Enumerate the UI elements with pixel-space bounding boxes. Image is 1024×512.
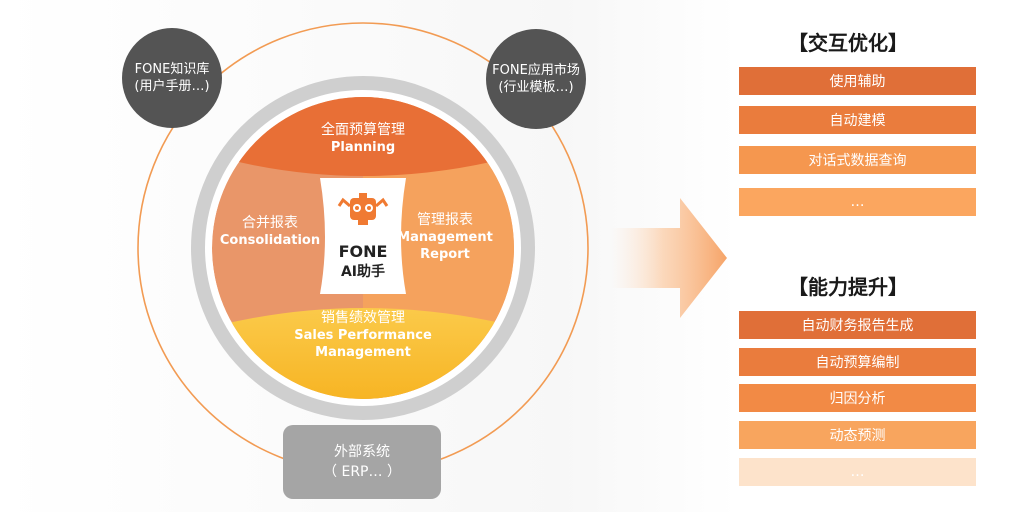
capability-item-4: 动态预测	[739, 421, 976, 449]
capability-panel-title: 【能力提升】	[788, 275, 908, 299]
knowledge-base-node: FONE知识库 (用户手册…)	[122, 28, 222, 128]
app-market-subtitle: (行业模板…)	[498, 80, 574, 95]
segment-bottom-label: 销售绩效管理 Sales Performance Management	[283, 310, 443, 361]
interaction-panel-title: 【交互优化】	[788, 31, 908, 55]
external-system-node: 外部系统 （ ERP… ）	[283, 425, 441, 499]
app-market-title: FONE应用市场	[492, 63, 580, 78]
management-report-en: Management Report	[397, 230, 493, 262]
app-market-node: FONE应用市场 (行业模板…)	[486, 29, 586, 129]
sales-performance-cn: 销售绩效管理	[321, 310, 405, 326]
consolidation-en: Consolidation	[219, 233, 321, 248]
interaction-item-4: …	[739, 188, 976, 216]
management-report-cn: 管理报表	[417, 212, 473, 228]
ai-assistant-core: FONE AI助手	[316, 183, 410, 293]
segment-left-label: 合并报表 Consolidation	[210, 215, 330, 249]
planning-en: Planning	[330, 140, 396, 155]
external-system-subtitle: （ ERP… ）	[323, 464, 401, 480]
capability-item-2: 自动预算编制	[739, 348, 976, 376]
external-system-title: 外部系统	[334, 444, 390, 460]
interaction-item-1: 使用辅助	[739, 67, 976, 95]
planning-cn: 全面预算管理	[321, 122, 405, 138]
capability-item-5: …	[739, 458, 976, 486]
core-panel	[320, 178, 406, 294]
segment-top-label: 全面预算管理 Planning	[283, 122, 443, 156]
interaction-item-3: 对话式数据查询	[739, 146, 976, 174]
knowledge-base-title: FONE知识库	[134, 62, 210, 77]
arrow-right	[610, 198, 727, 318]
consolidation-cn: 合并报表	[242, 215, 298, 231]
robot-icon	[337, 193, 389, 225]
core-title: FONE	[338, 242, 388, 261]
sales-performance-en: Sales Performance Management	[294, 328, 432, 360]
capability-item-1: 自动财务报告生成	[739, 311, 976, 339]
capability-item-3: 归因分析	[739, 384, 976, 412]
interaction-item-2: 自动建模	[739, 106, 976, 134]
segment-right-label: 管理报表 Management Report	[390, 212, 500, 263]
core-subtitle: AI助手	[340, 264, 386, 280]
knowledge-base-subtitle: (用户手册…)	[134, 79, 210, 94]
